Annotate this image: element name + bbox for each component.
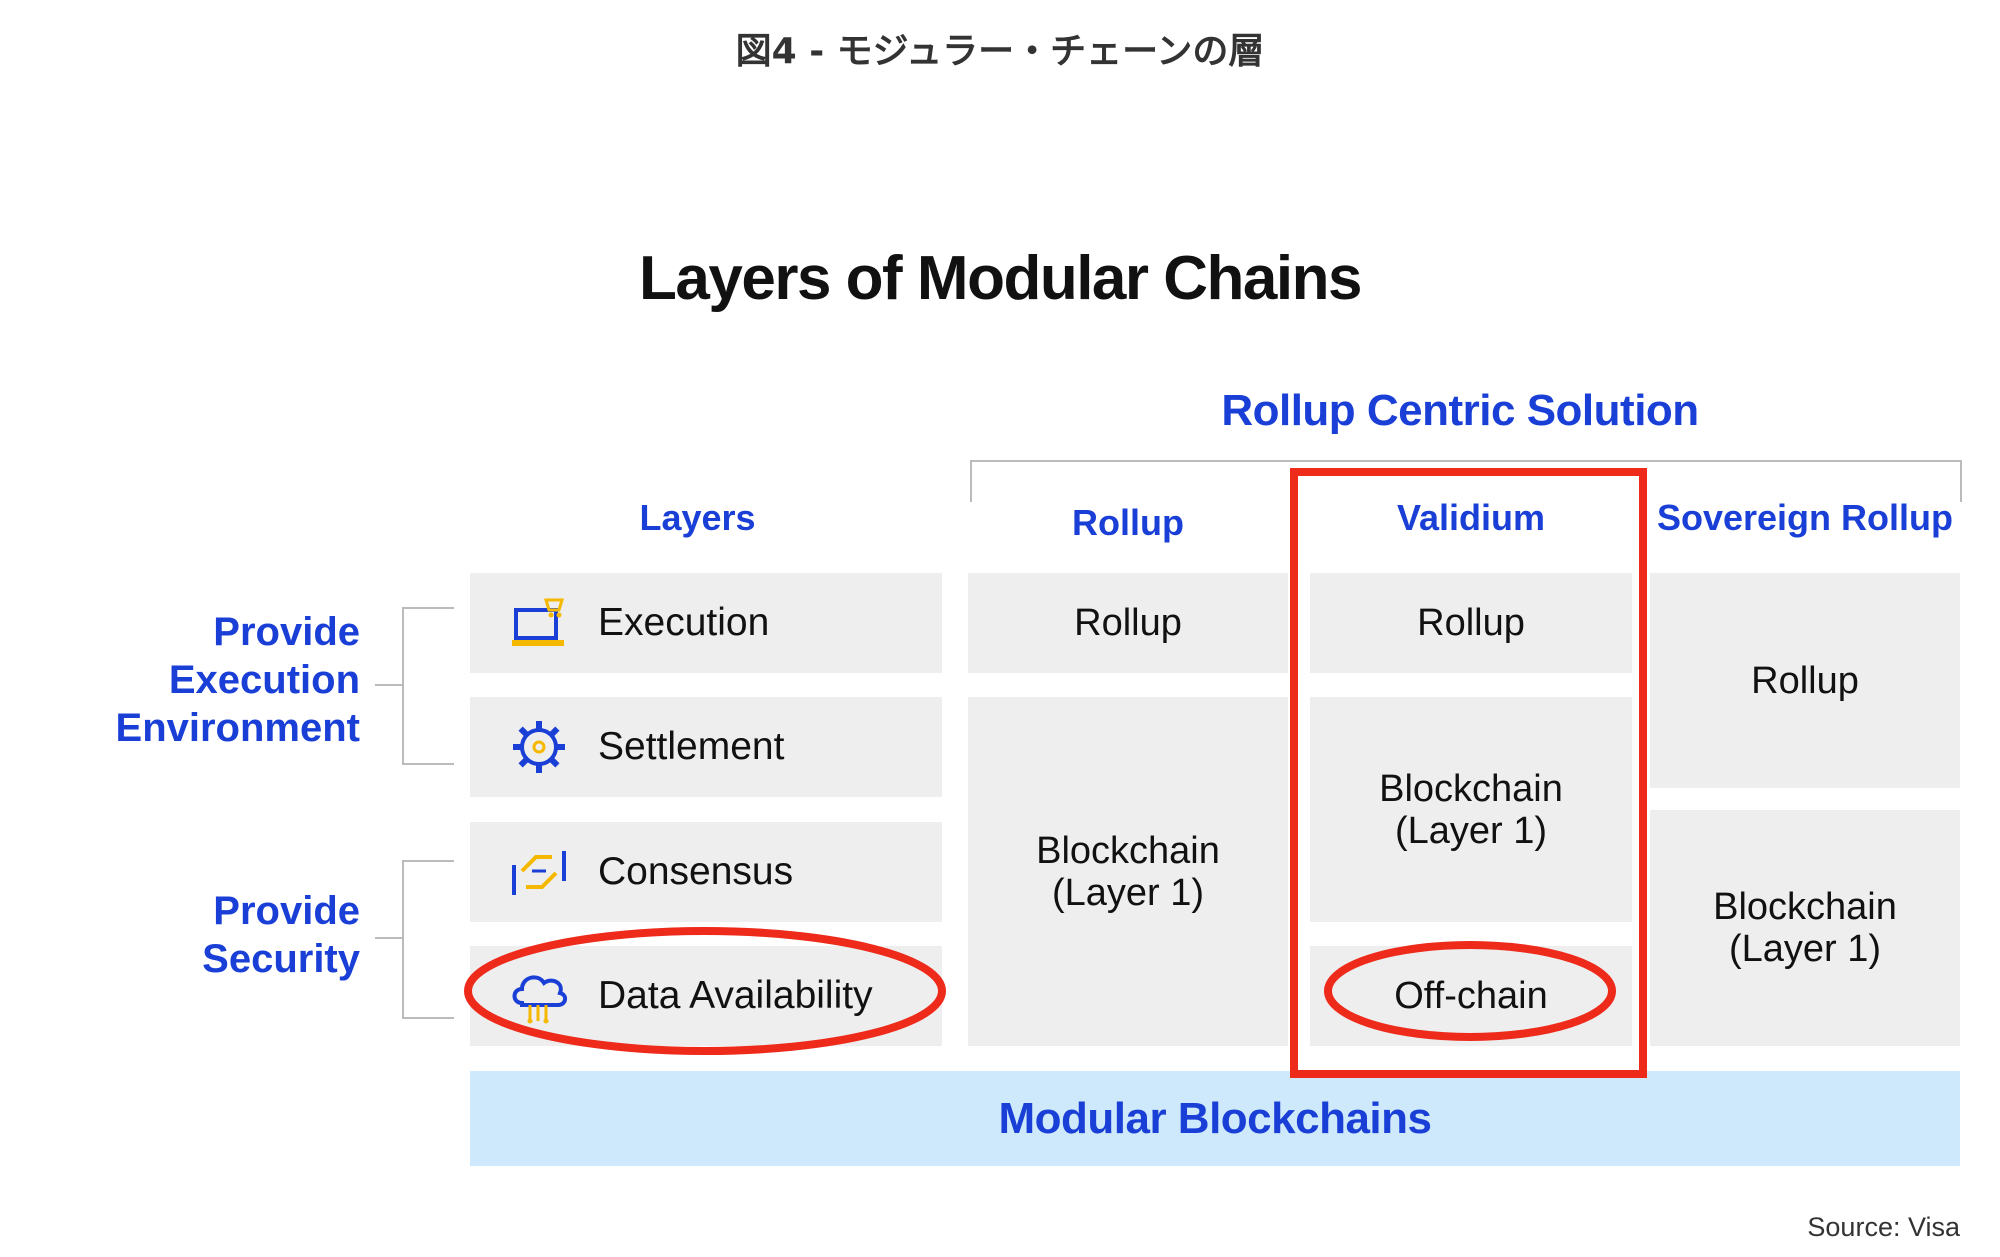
diagram-title: Layers of Modular Chains [639, 244, 1362, 313]
bracket-execution-environment [402, 607, 454, 765]
bracket-tick-execution [375, 684, 402, 686]
layer-label-data-availability: Data Availability [598, 974, 873, 1017]
bracket-tick-security [375, 937, 402, 939]
group-label-security: Provide Security [202, 889, 360, 981]
gear-icon [508, 716, 570, 778]
rollup-col-rollup: Rollup [968, 573, 1288, 673]
column-header-rollup: Rollup [1072, 502, 1184, 543]
modular-blockchains-bar: Modular Blockchains [470, 1071, 1960, 1166]
validium-col-rollup-label: Rollup [1417, 602, 1525, 644]
sovereign-col-rollup-label: Rollup [1751, 659, 1859, 702]
layer-label-execution: Execution [598, 601, 770, 644]
sovereign-col-blockchain-label: Blockchain (Layer 1) [1713, 886, 1897, 970]
cloud-icon [508, 965, 570, 1027]
group-label-execution-environment: Provide Execution Environment [115, 610, 360, 750]
source-note: Source: Visa [1807, 1212, 1960, 1242]
solution-bracket [970, 460, 1962, 502]
validium-col-off-chain-label: Off-chain [1394, 975, 1548, 1017]
column-header-layers: Layers [639, 497, 756, 538]
layer-row-consensus: Consensus [470, 822, 942, 922]
layer-row-data-availability: Data Availability [470, 946, 942, 1046]
validium-col-rollup: Rollup [1310, 573, 1632, 673]
sovereign-col-rollup: Rollup [1650, 573, 1960, 788]
validium-col-blockchain-label: Blockchain (Layer 1) [1379, 767, 1563, 852]
rollup-col-blockchain: Blockchain (Layer 1) [968, 697, 1288, 1046]
layer-row-execution: Execution [470, 573, 942, 673]
layer-label-settlement: Settlement [598, 725, 785, 768]
solution-header: Rollup Centric Solution [1221, 386, 1699, 435]
execution-icon [508, 592, 570, 654]
layer-row-settlement: Settlement [470, 697, 942, 797]
modular-blockchains-label: Modular Blockchains [998, 1093, 1432, 1143]
rollup-col-rollup-label: Rollup [1074, 602, 1182, 644]
figure-caption: 図4 - モジュラー・チェーンの層 [735, 31, 1265, 72]
validium-col-blockchain: Blockchain (Layer 1) [1310, 697, 1632, 922]
validium-col-off-chain: Off-chain [1310, 946, 1632, 1046]
column-header-sovereign-rollup: Sovereign Rollup [1656, 497, 1954, 538]
sovereign-col-blockchain: Blockchain (Layer 1) [1650, 810, 1960, 1046]
consensus-icon [508, 841, 570, 903]
rollup-col-blockchain-label: Blockchain (Layer 1) [1036, 829, 1220, 914]
bracket-security [402, 860, 454, 1019]
column-header-validium: Validium [1396, 497, 1546, 538]
layer-label-consensus: Consensus [598, 850, 794, 893]
